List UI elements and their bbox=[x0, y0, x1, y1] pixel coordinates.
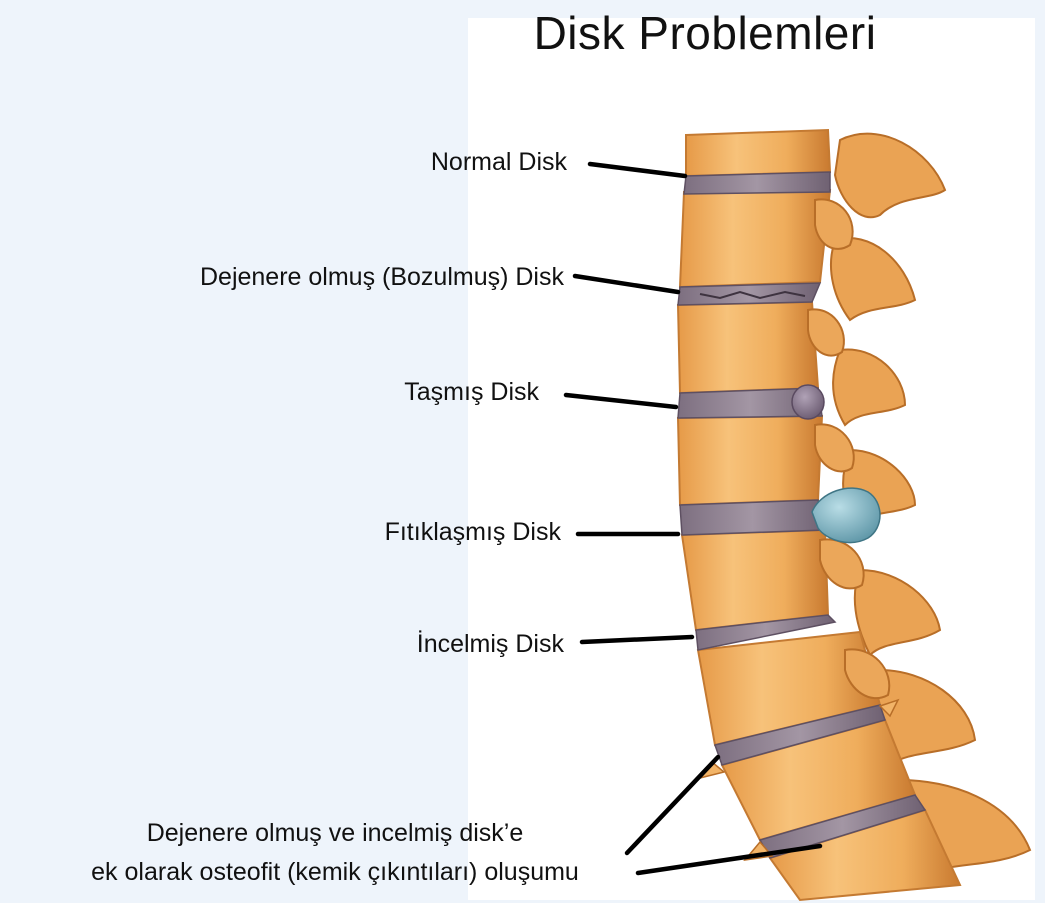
page-title: Disk Problemleri bbox=[533, 7, 877, 59]
disc-herniated bbox=[679, 499, 826, 536]
disc-thinned bbox=[695, 614, 837, 651]
label-herniated-disk: Fıtıklaşmış Disk bbox=[384, 518, 561, 546]
label-osteophyte-line2: ek olarak osteofit (kemik çıkıntıları) o… bbox=[91, 858, 579, 886]
label-normal-disk: Normal Disk bbox=[430, 148, 567, 176]
disc-bulging bbox=[677, 387, 823, 419]
leader-lines bbox=[563, 161, 823, 876]
label-thinned-disk: İncelmiş Disk bbox=[416, 630, 564, 658]
hernia bbox=[811, 487, 881, 544]
vertebral-bodies bbox=[676, 128, 962, 902]
label-degenerated-disk: Dejenere olmuş (Bozulmuş) Disk bbox=[199, 263, 564, 291]
label-osteophyte-line1: Dejenere olmuş ve incelmiş disk’e bbox=[146, 819, 524, 847]
label-bulging-disk: Taşmış Disk bbox=[404, 378, 539, 406]
disc-normal bbox=[683, 171, 831, 195]
pedicles bbox=[807, 198, 891, 700]
spinous-processes bbox=[829, 132, 1032, 882]
bulge bbox=[791, 384, 825, 420]
